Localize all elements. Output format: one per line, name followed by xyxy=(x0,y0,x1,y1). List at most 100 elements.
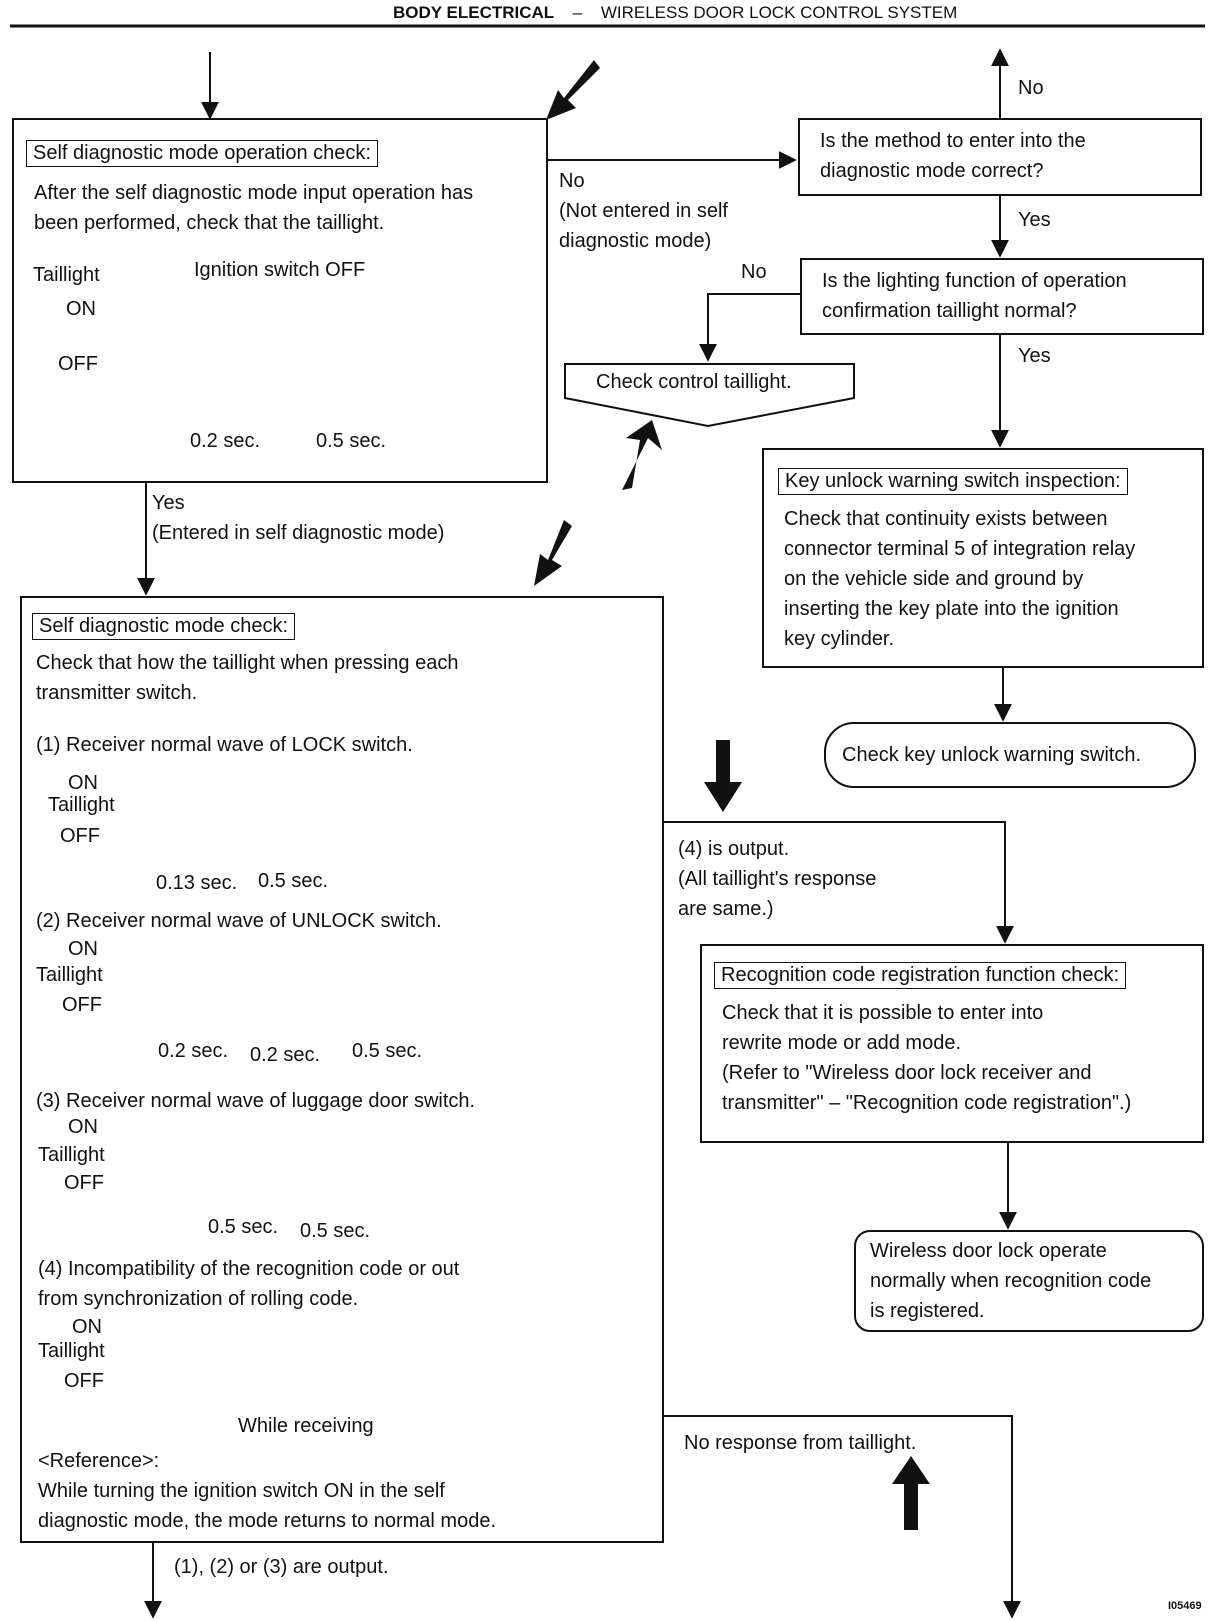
recognition-line4: transmitter" – "Recognition code registr… xyxy=(722,1092,1132,1114)
recognition-check-box: Recognition code registration function c… xyxy=(700,944,1204,1143)
wave3-time1: 0.5 sec. xyxy=(208,1216,279,1238)
mode-check-box: Self diagnostic mode check: Check that h… xyxy=(20,596,664,1543)
branch-no-line2: (Not entered in self xyxy=(559,200,728,222)
branch-yes-line2: (Entered in self diagnostic mode) xyxy=(152,522,445,544)
reference-note: <Reference>: While turning the ignition … xyxy=(38,1446,496,1536)
reference-line1: While turning the ignition switch ON in … xyxy=(38,1480,445,1502)
branch-no-line3: diagnostic mode) xyxy=(559,230,712,252)
label-output123: (1), (2) or (3) are output. xyxy=(174,1556,389,1578)
reference-title: <Reference>: xyxy=(38,1450,160,1472)
output4-line1: (4) is output. xyxy=(678,838,790,860)
op-time-1: 0.2 sec. xyxy=(190,430,261,452)
wave4-label-on: ON xyxy=(72,1316,102,1338)
key-unlock-title: Key unlock warning switch inspection: xyxy=(778,468,1128,495)
pointer-arrow-3 xyxy=(534,520,572,586)
mode-check-title: Self diagnostic mode check: xyxy=(32,613,296,640)
output4-line3: are same.) xyxy=(678,898,774,920)
key-unlock-inspection-box: Key unlock warning switch inspection: Ch… xyxy=(762,448,1204,668)
label-no-response: No response from taillight. xyxy=(684,1432,917,1454)
branch-yes-label: Yes xyxy=(152,492,185,514)
lighting-line1: Is the lighting function of operation xyxy=(822,270,1127,292)
mode-check-line2: transmitter switch. xyxy=(36,682,198,704)
op-label-ignition: Ignition switch OFF xyxy=(194,259,366,281)
key-unlock-line2: connector terminal 5 of integration rela… xyxy=(784,538,1136,560)
arrow-output4 xyxy=(664,821,1014,944)
wave3-time2: 0.5 sec. xyxy=(300,1220,371,1242)
pointer-arrow-4 xyxy=(704,740,742,812)
key-unlock-text: Check that continuity exists between con… xyxy=(784,504,1135,654)
wave2-label-off: OFF xyxy=(62,994,102,1016)
branch-output4: (4) is output. (All taillight's response… xyxy=(678,834,876,924)
wave2-label-taillight: Taillight xyxy=(36,964,103,986)
wave4-label-taillight: Taillight xyxy=(38,1340,105,1362)
pointer-arrow-1 xyxy=(546,60,600,120)
op-label-taillight: Taillight xyxy=(33,264,100,286)
operation-check-box: Self diagnostic mode operation check: Af… xyxy=(12,118,548,483)
recognition-text: Check that it is possible to enter into … xyxy=(722,998,1131,1118)
wave3-title: (3) Receiver normal wave of luggage door… xyxy=(36,1090,476,1112)
wave1-label-off: OFF xyxy=(60,825,100,847)
wave3-label-taillight: Taillight xyxy=(38,1144,105,1166)
op-time-2: 0.5 sec. xyxy=(316,430,387,452)
operation-check-text: After the self diagnostic mode input ope… xyxy=(34,178,544,238)
branch-no-entered: No (Not entered in self diagnostic mode) xyxy=(559,166,728,256)
wave2-title: (2) Receiver normal wave of UNLOCK switc… xyxy=(36,910,442,932)
lighting-question-box: Is the lighting function of operation co… xyxy=(800,258,1204,335)
key-unlock-line5: key cylinder. xyxy=(784,628,895,650)
wave4-time1: While receiving xyxy=(238,1415,374,1437)
wave1-time1: 0.13 sec. xyxy=(156,872,238,894)
wave1-label-taillight: Taillight xyxy=(48,794,115,816)
method-line2: diagnostic mode correct? xyxy=(820,160,1044,182)
operation-check-title: Self diagnostic mode operation check: xyxy=(26,140,378,167)
normal-line3: is registered. xyxy=(870,1300,985,1322)
recognition-title: Recognition code registration function c… xyxy=(714,962,1127,989)
lighting-question-text: Is the lighting function of operation co… xyxy=(822,266,1127,326)
wave4-label-off: OFF xyxy=(64,1370,104,1392)
branch-yes-entered: Yes (Entered in self diagnostic mode) xyxy=(152,488,444,548)
wave2-label-on: ON xyxy=(68,938,98,960)
check-control-shape xyxy=(564,363,855,428)
label-yes-method: Yes xyxy=(1018,209,1051,231)
output4-line2: (All taillight's response xyxy=(678,868,877,890)
operation-check-line2: been performed, check that the taillight… xyxy=(34,212,385,234)
pointer-arrow-5 xyxy=(892,1456,930,1530)
mode-check-line1: Check that how the taillight when pressi… xyxy=(36,652,459,674)
branch-no-label: No xyxy=(559,170,585,192)
wave3-label-on: ON xyxy=(68,1116,98,1138)
operation-check-line1: After the self diagnostic mode input ope… xyxy=(34,182,474,204)
label-no-top: No xyxy=(1018,77,1044,99)
recognition-line2: rewrite mode or add mode. xyxy=(722,1032,962,1054)
check-key-unlock-label: Check key unlock warning switch. xyxy=(842,744,1142,766)
page-header: BODY ELECTRICAL – WIRELESS DOOR LOCK CON… xyxy=(393,3,957,23)
wave2-time3: 0.5 sec. xyxy=(352,1040,423,1062)
method-line1: Is the method to enter into the xyxy=(820,130,1086,152)
normal-operation-text: Wireless door lock operate normally when… xyxy=(870,1236,1151,1326)
mode-check-intro: Check that how the taillight when pressi… xyxy=(36,648,458,708)
check-key-unlock-box: Check key unlock warning switch. xyxy=(824,722,1196,788)
normal-operation-box: Wireless door lock operate normally when… xyxy=(854,1230,1204,1332)
key-unlock-line1: Check that continuity exists between xyxy=(784,508,1108,530)
normal-line1: Wireless door lock operate xyxy=(870,1240,1107,1262)
header-section: BODY ELECTRICAL xyxy=(393,3,554,22)
label-no-lighting: No xyxy=(741,261,767,283)
reference-line2: diagnostic mode, the mode returns to nor… xyxy=(38,1510,497,1532)
wave3-label-off: OFF xyxy=(64,1172,104,1194)
label-yes-lighting: Yes xyxy=(1018,345,1051,367)
recognition-line3: (Refer to "Wireless door lock receiver a… xyxy=(722,1062,1092,1084)
wave4-title-2: from synchronization of rolling code. xyxy=(38,1288,359,1310)
method-question-box: Is the method to enter into the diagnost… xyxy=(798,118,1202,196)
pointer-arrow-2 xyxy=(622,420,662,490)
wave4-title-1: (4) Incompatibility of the recognition c… xyxy=(38,1258,460,1280)
header-separator: – xyxy=(572,3,583,22)
lighting-line2: confirmation taillight normal? xyxy=(822,300,1077,322)
pointer-arrows xyxy=(534,60,930,1530)
recognition-line1: Check that it is possible to enter into xyxy=(722,1002,1044,1024)
header-subsection: WIRELESS DOOR LOCK CONTROL SYSTEM xyxy=(600,3,958,22)
normal-line2: normally when recognition code xyxy=(870,1270,1152,1292)
wave1-time2: 0.5 sec. xyxy=(258,870,329,892)
op-label-on: ON xyxy=(66,298,96,320)
wave1-title: (1) Receiver normal wave of LOCK switch. xyxy=(36,734,413,756)
arrow-no-response xyxy=(664,1415,1021,1619)
wave2-time2: 0.2 sec. xyxy=(250,1044,321,1066)
figure-id: I05469 xyxy=(1168,1600,1202,1612)
